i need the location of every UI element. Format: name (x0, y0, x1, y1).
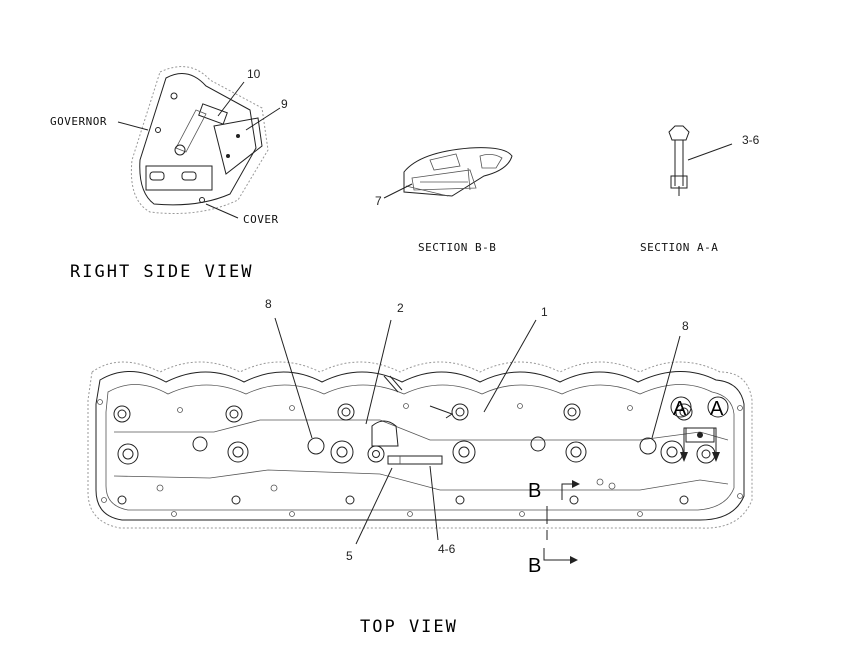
cover-leader (205, 203, 239, 219)
callout-4-6: 4-6 (438, 542, 456, 556)
callout-9-leader (245, 107, 281, 131)
callout-2: 2 (397, 301, 404, 315)
callout-3-6-leader (687, 143, 733, 161)
right-side-view-title: RIGHT SIDE VIEW (70, 262, 254, 282)
callout-8-left-leader (274, 317, 313, 439)
callout-4-6-leader (429, 465, 439, 541)
governor-leader (117, 121, 149, 131)
section-b-marker-bottom: B (528, 555, 541, 577)
callout-10: 10 (247, 67, 261, 81)
callout-7: 7 (375, 194, 382, 208)
governor-housing-drawing (130, 66, 269, 214)
section-a-marker-right: A (710, 398, 724, 420)
governor-label: GOVERNOR (50, 115, 107, 128)
section-bb-drawing (403, 147, 513, 197)
callout-2-leader (365, 319, 392, 425)
callout-1: 1 (541, 305, 548, 319)
top-view-title: TOP VIEW (360, 617, 458, 637)
callout-8-left: 8 (265, 297, 272, 311)
section-a-markers (670, 396, 729, 462)
callout-1-leader (483, 319, 537, 413)
callout-3-6: 3-6 (742, 133, 760, 147)
section-aa-bolt-drawing (668, 125, 690, 196)
callout-8-right: 8 (682, 319, 689, 333)
section-bb-title: SECTION B-B (418, 241, 496, 254)
section-a-marker-left: A (673, 398, 687, 420)
callout-5: 5 (346, 549, 353, 563)
callout-10-leader (217, 81, 245, 117)
cover-label: COVER (243, 213, 279, 226)
valve-cover-top-drawing (87, 361, 753, 529)
section-b-marker-top: B (528, 480, 541, 502)
callout-5-leader (355, 467, 393, 545)
callout-8-right-leader (651, 335, 681, 439)
callout-7-leader (383, 183, 413, 199)
section-aa-title: SECTION A-A (640, 241, 718, 254)
callout-9: 9 (281, 97, 288, 111)
section-b-markers (543, 480, 580, 564)
